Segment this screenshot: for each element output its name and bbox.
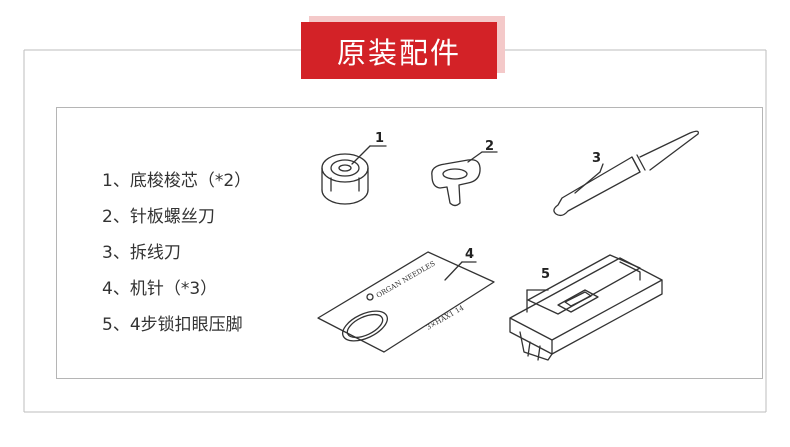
- accessories-illustration: 1 2 3 4 5 ORGAN NEEDLES 3×HAX1 14: [317, 130, 699, 361]
- accessory-list: 1、底梭梭芯（*2） 2、针板螺丝刀 3、拆线刀 4、机针（*3） 5、4步锁扣…: [102, 163, 251, 343]
- callout-3: 3: [592, 151, 601, 166]
- callout-2: 2: [485, 139, 494, 154]
- list-item: 2、针板螺丝刀: [102, 207, 215, 227]
- list-item: 3、拆线刀: [102, 243, 181, 263]
- list-item: 1、底梭梭芯（*2）: [102, 171, 252, 191]
- list-item: 5、4步锁扣眼压脚: [102, 315, 243, 335]
- needle-package-illustration: [317, 251, 495, 353]
- page-title: 原装配件: [301, 22, 497, 79]
- accessories-panel: [56, 107, 763, 379]
- screwdriver-illustration: [431, 151, 498, 207]
- callout-1: 1: [375, 131, 384, 146]
- presser-foot-illustration: [509, 254, 663, 361]
- seam-ripper-illustration: [553, 130, 699, 217]
- list-item: 4、机针（*3）: [102, 279, 218, 299]
- needle-code-label: 3×HAX1 14: [425, 304, 466, 332]
- callout-4: 4: [465, 247, 474, 262]
- callout-5: 5: [541, 267, 550, 282]
- bobbin-illustration: [321, 145, 387, 205]
